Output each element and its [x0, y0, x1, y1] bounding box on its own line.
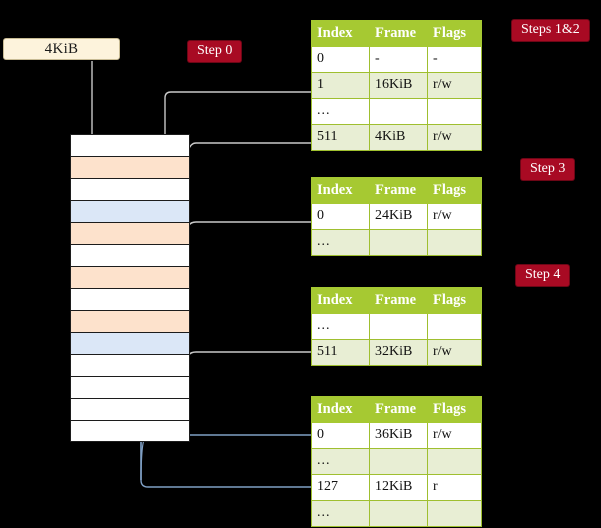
col-header-flags: Flags: [427, 396, 482, 423]
table-row: 511 32KiB r/w: [311, 339, 482, 366]
table-row: ...: [311, 229, 482, 256]
cell-frame: 24KiB: [369, 203, 428, 230]
table-row: ...: [311, 448, 482, 475]
badge-step-0: Step 0: [188, 41, 242, 62]
cell-flags: [427, 229, 482, 256]
badge-step-3: Step 3: [521, 159, 575, 180]
col-header-frame: Frame: [369, 396, 428, 423]
badge-step-4-label: Step 4: [525, 267, 561, 282]
memory-frame-6: [70, 266, 190, 288]
cell-index: ...: [311, 229, 370, 256]
memory-frame-5: [70, 244, 190, 266]
memory-frame-4: [70, 222, 190, 244]
cell-flags: [427, 313, 482, 340]
col-header-frame: Frame: [369, 20, 428, 47]
cell-index: 1: [311, 72, 370, 99]
cell-index: 0: [311, 422, 370, 449]
col-header-index: Index: [311, 20, 370, 47]
cell-index: 511: [311, 124, 370, 151]
cell-index: ...: [311, 98, 370, 125]
cell-frame: [369, 500, 428, 527]
memory-frame-1: [70, 156, 190, 178]
cell-index: 0: [311, 203, 370, 230]
memory-frame-2: [70, 178, 190, 200]
col-header-flags: Flags: [427, 177, 482, 204]
col-header-flags: Flags: [427, 20, 482, 47]
table-row: 1 16KiB r/w: [311, 72, 482, 99]
memory-frame-12: [70, 398, 190, 420]
table-row: ...: [311, 500, 482, 527]
cell-flags: r/w: [427, 422, 482, 449]
cell-flags: r/w: [427, 124, 482, 151]
cell-flags: -: [427, 46, 482, 73]
table-row: 0 24KiB r/w: [311, 203, 482, 230]
cell-flags: [427, 448, 482, 475]
table-row: ...: [311, 313, 482, 340]
table-row: 127 12KiB r: [311, 474, 482, 501]
cell-frame: [369, 98, 428, 125]
cell-frame: [369, 448, 428, 475]
cell-flags: r/w: [427, 339, 482, 366]
badge-steps-1-2: Steps 1&2: [512, 20, 589, 41]
col-header-index: Index: [311, 396, 370, 423]
memory-frame-8: [70, 310, 190, 332]
cell-flags: [427, 98, 482, 125]
memory-frame-13: [70, 420, 190, 442]
page-box-4kib: 4KiB: [3, 38, 120, 60]
col-header-index: Index: [311, 287, 370, 314]
page-table-level-2: Index Frame Flags 0 24KiB r/w ...: [311, 177, 482, 256]
table-header-row: Index Frame Flags: [311, 20, 482, 47]
memory-frame-3: [70, 200, 190, 222]
cell-frame: 4KiB: [369, 124, 428, 151]
memory-frame-0: [70, 134, 190, 156]
page-box-label: 4KiB: [44, 40, 79, 57]
table-header-row: Index Frame Flags: [311, 177, 482, 204]
col-header-frame: Frame: [369, 287, 428, 314]
memory-frame-7: [70, 288, 190, 310]
badge-step-3-label: Step 3: [530, 161, 566, 176]
table-header-row: Index Frame Flags: [311, 287, 482, 314]
col-header-frame: Frame: [369, 177, 428, 204]
physical-memory-column: [70, 134, 190, 442]
table-header-row: Index Frame Flags: [311, 396, 482, 423]
cell-frame: 36KiB: [369, 422, 428, 449]
col-header-index: Index: [311, 177, 370, 204]
cell-frame: [369, 229, 428, 256]
cell-flags: r/w: [427, 203, 482, 230]
table-row: ...: [311, 98, 482, 125]
cell-index: 0: [311, 46, 370, 73]
badge-step-0-label: Step 0: [197, 43, 233, 58]
cell-flags: r: [427, 474, 482, 501]
badge-step-4: Step 4: [516, 265, 570, 286]
table-row: 0 36KiB r/w: [311, 422, 482, 449]
page-table-level-4: Index Frame Flags 0 36KiB r/w ... 127 12…: [311, 396, 482, 527]
cell-frame: 32KiB: [369, 339, 428, 366]
cell-frame: [369, 313, 428, 340]
memory-frame-9: [70, 332, 190, 354]
cell-frame: 12KiB: [369, 474, 428, 501]
cell-flags: [427, 500, 482, 527]
cell-frame: -: [369, 46, 428, 73]
cell-flags: r/w: [427, 72, 482, 99]
page-table-level-3: Index Frame Flags ... 511 32KiB r/w: [311, 287, 482, 366]
memory-frame-11: [70, 376, 190, 398]
cell-frame: 16KiB: [369, 72, 428, 99]
table-row: 511 4KiB r/w: [311, 124, 482, 151]
cell-index: 511: [311, 339, 370, 366]
cell-index: ...: [311, 500, 370, 527]
col-header-flags: Flags: [427, 287, 482, 314]
badge-steps-1-2-label: Steps 1&2: [521, 22, 580, 37]
page-table-level-1: Index Frame Flags 0 - - 1 16KiB r/w ...: [311, 20, 482, 151]
cell-index: 127: [311, 474, 370, 501]
cell-index: ...: [311, 313, 370, 340]
memory-frame-10: [70, 354, 190, 376]
table-row: 0 - -: [311, 46, 482, 73]
cell-index: ...: [311, 448, 370, 475]
